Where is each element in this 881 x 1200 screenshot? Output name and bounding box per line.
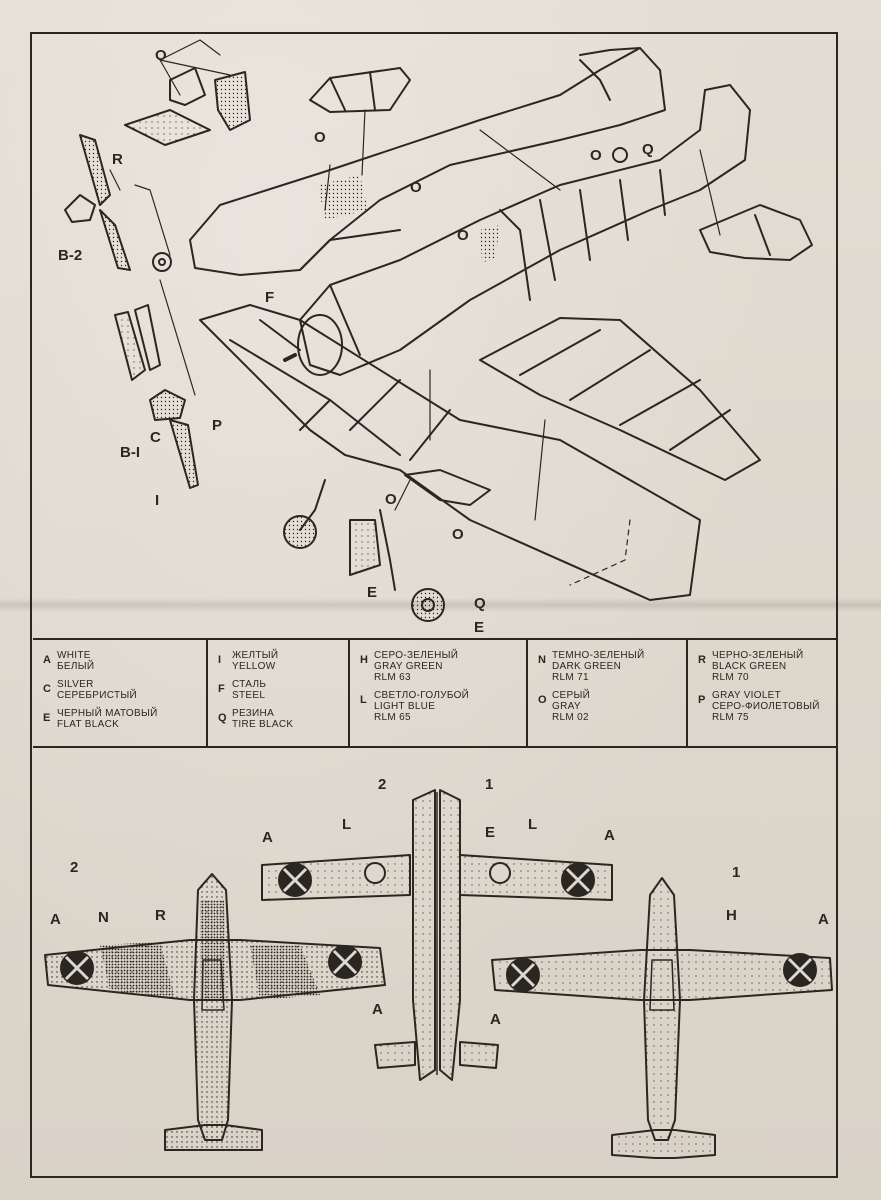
callout-o-4: O bbox=[590, 147, 602, 164]
wing bbox=[199, 304, 701, 601]
wheel-cover bbox=[404, 469, 491, 506]
callout-bottom-h: H bbox=[726, 907, 737, 924]
callout-o-1: O bbox=[155, 47, 167, 64]
gear-leg-right bbox=[379, 509, 396, 591]
callout-p: P bbox=[212, 417, 223, 434]
callout-bottom-n: N bbox=[98, 909, 109, 926]
callout-o-2: O bbox=[314, 129, 326, 146]
sheet-frame bbox=[30, 32, 838, 1178]
callout-i: I bbox=[155, 492, 160, 509]
pilot-seat bbox=[169, 67, 206, 106]
prop-b1-upper2 bbox=[134, 304, 161, 371]
callout-bottom-a-left: A bbox=[50, 911, 61, 928]
callout-bottom-r: R bbox=[155, 907, 166, 924]
callout-f: F bbox=[265, 289, 275, 306]
callout-bottom-a-right2: A bbox=[490, 1011, 501, 1028]
callout-e-1: E bbox=[367, 584, 378, 601]
canopy bbox=[309, 67, 411, 113]
callout-o-7: O bbox=[452, 526, 464, 543]
view-number-2-left: 2 bbox=[70, 859, 79, 876]
callout-bottom-e: E bbox=[485, 824, 496, 841]
callout-o-6: O bbox=[385, 491, 397, 508]
callout-e-2: E bbox=[474, 619, 485, 636]
callout-bottom-l-right: L bbox=[528, 816, 538, 833]
callout-q-2: Q bbox=[474, 595, 486, 612]
stabilizer bbox=[699, 204, 813, 261]
callout-bottom-l-left: L bbox=[342, 816, 352, 833]
callout-bottom-a-right: A bbox=[818, 911, 829, 928]
callout-r: R bbox=[112, 151, 123, 168]
callout-bottom-a-mid-right: A bbox=[604, 827, 615, 844]
callout-o-5: O bbox=[457, 227, 469, 244]
callout-o-3: O bbox=[410, 179, 422, 196]
spinner-b2 bbox=[64, 194, 96, 223]
fuselage-left-half bbox=[189, 47, 666, 276]
callout-b1: B-I bbox=[120, 444, 140, 461]
callout-bottom-a-left2: A bbox=[372, 1001, 383, 1018]
view-number-1-right: 1 bbox=[732, 864, 741, 881]
callout-bottom-a-mid-left: A bbox=[262, 829, 273, 846]
wing-right bbox=[479, 317, 761, 481]
callout-b2: B-2 bbox=[58, 247, 83, 264]
callout-c: C bbox=[150, 429, 161, 446]
view-number-1-center: 1 bbox=[485, 776, 494, 793]
assembly-diagram bbox=[64, 39, 813, 622]
view-number-2-center: 2 bbox=[378, 776, 387, 793]
fuselage-right-half bbox=[299, 84, 751, 376]
callout-q-1: Q bbox=[642, 141, 654, 158]
